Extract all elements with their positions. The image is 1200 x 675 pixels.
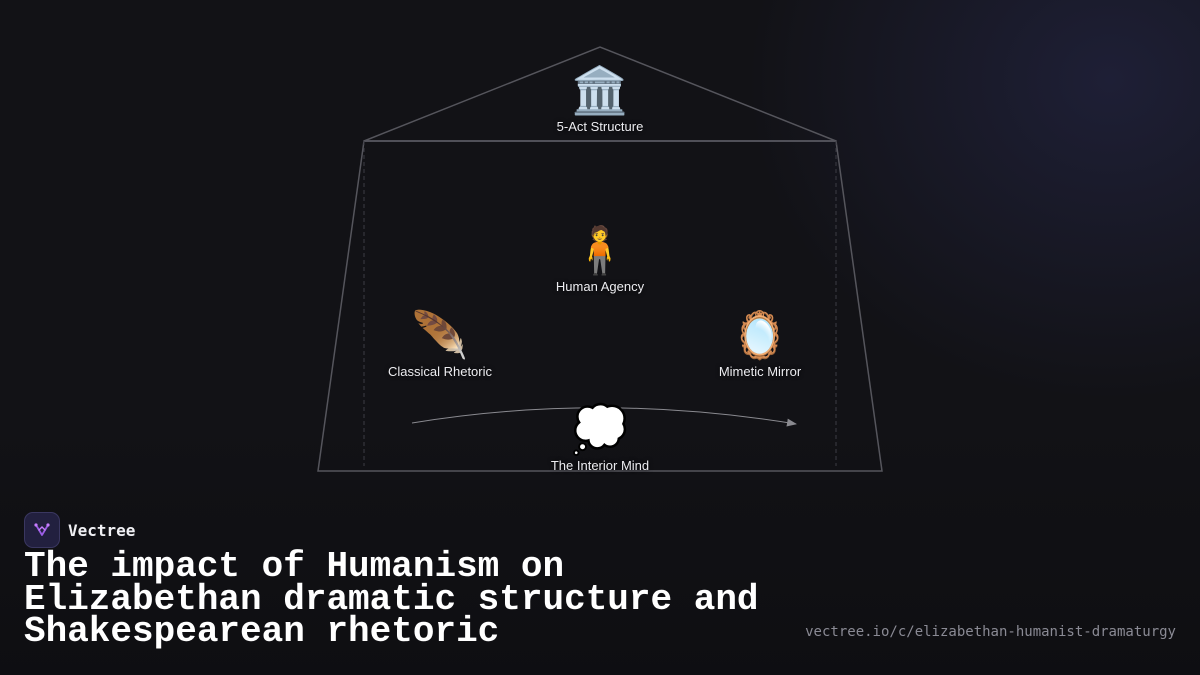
classical-building-icon: 🏛️ — [571, 63, 629, 117]
node-label: Classical Rhetoric — [387, 364, 493, 379]
source-url: vectree.io/c/elizabethan-humanist-dramat… — [805, 624, 1176, 640]
mirror-icon: 🪞 — [731, 308, 789, 362]
thought-bubble-icon: 💭 — [571, 402, 629, 456]
node-label: The Interior Mind — [550, 458, 650, 473]
node-label: Human Agency — [555, 279, 645, 294]
standing-person-icon: 🧍 — [571, 223, 629, 277]
feather-quill-icon: 🪶 — [411, 308, 469, 362]
brand: Vectree — [24, 512, 135, 548]
page-title: The impact of Humanism on Elizabethan dr… — [24, 546, 759, 652]
node-interior-mind: 💭 The Interior Mind — [500, 404, 700, 473]
flow-arrow — [411, 407, 797, 427]
node-5-act-structure: 🏛️ 5-Act Structure — [500, 65, 700, 134]
body-trapezoid — [317, 140, 883, 472]
node-mimetic-mirror: 🪞 Mimetic Mirror — [660, 310, 860, 379]
node-classical-rhetoric: 🪶 Classical Rhetoric — [340, 310, 540, 379]
node-label: Mimetic Mirror — [718, 364, 802, 379]
brand-name: Vectree — [68, 520, 136, 540]
vectree-logo-icon — [24, 512, 60, 548]
node-human-agency: 🧍 Human Agency — [500, 225, 700, 294]
node-label: 5-Act Structure — [556, 119, 644, 134]
